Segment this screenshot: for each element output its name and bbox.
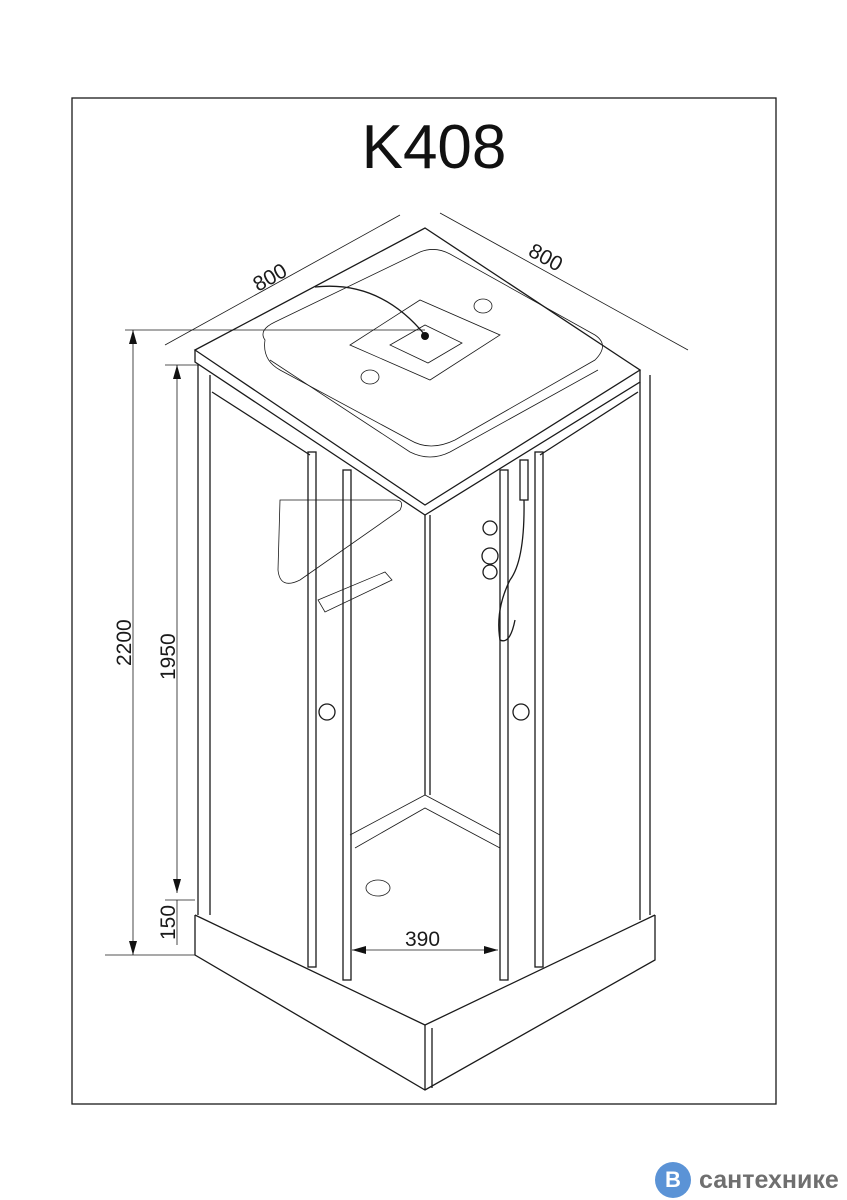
shower-tray-base	[194, 914, 656, 1091]
drawing-frame	[71, 97, 777, 1105]
dimension-lines	[105, 212, 689, 956]
watermark-logo: B сантехнике	[655, 1162, 839, 1198]
dim-width-left: 800	[249, 259, 291, 296]
model-title: K408	[361, 113, 507, 182]
roof	[193, 227, 642, 516]
watermark-badge: B	[655, 1162, 691, 1198]
dim-tray-height: 150	[157, 905, 180, 940]
dim-cabin-height: 1950	[157, 633, 180, 680]
dim-door-opening: 390	[405, 928, 440, 951]
dim-width-right: 800	[525, 239, 567, 276]
cabin-body	[197, 365, 651, 981]
dim-total-height: 2200	[113, 619, 136, 666]
watermark-text: сантехнике	[699, 1165, 839, 1194]
